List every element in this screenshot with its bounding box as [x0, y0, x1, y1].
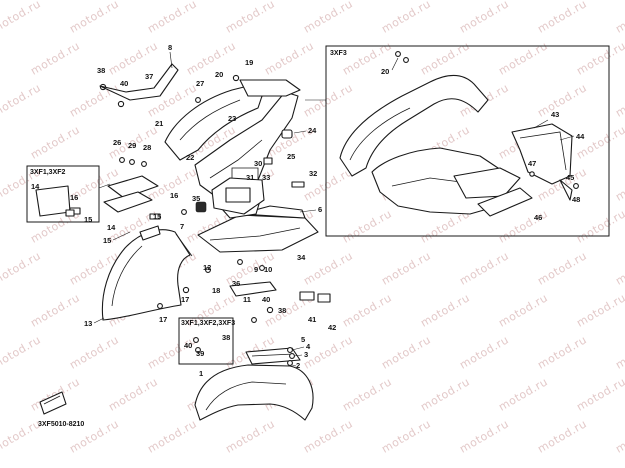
callout-2: 2 [296, 361, 300, 370]
callout-28: 28 [143, 143, 151, 152]
center-bracket [211, 167, 265, 215]
inset-label-3xf1-3xf2: 3XF1,3XF2 [30, 169, 66, 176]
callout-14b: 14 [107, 223, 116, 232]
callout-29: 29 [128, 141, 136, 150]
callout-17a: 17 [181, 295, 189, 304]
hardware [65, 51, 579, 366]
callout-41: 41 [308, 315, 316, 324]
callout-13: 13 [84, 319, 92, 328]
callout-18: 18 [212, 286, 220, 295]
inset-label-3xf3: 3XF3 [330, 50, 347, 57]
front-fender [194, 347, 314, 421]
callout-37: 37 [145, 72, 153, 81]
diagram-code: 3XF5010-8210 [38, 421, 84, 428]
callout-26: 26 [113, 138, 121, 147]
callout-39: 39 [196, 349, 204, 358]
inset-3xf3-grab-rail [339, 74, 573, 217]
callout-38a: 38 [97, 66, 105, 75]
callout-43: 43 [551, 110, 559, 119]
callout-38c: 38 [222, 333, 230, 342]
callout-layer: 1 2 3 4 5 6 7 8 9 10 11 12 13 14 14 15 1… [31, 43, 585, 378]
callout-14a: 14 [31, 182, 40, 191]
callout-32: 32 [309, 169, 317, 178]
callout-48: 48 [572, 195, 580, 204]
diagram-stamp [39, 391, 67, 415]
callout-10: 10 [264, 265, 272, 274]
callout-27: 27 [196, 79, 204, 88]
callout-40c: 40 [184, 341, 192, 350]
callout-6: 6 [318, 205, 322, 214]
callout-25: 25 [287, 152, 295, 161]
callout-36: 36 [232, 279, 240, 288]
callout-47: 47 [528, 159, 536, 168]
callout-4: 4 [306, 342, 311, 351]
callout-20b: 20 [381, 67, 389, 76]
callout-7: 7 [180, 222, 184, 231]
callout-8: 8 [168, 43, 172, 52]
license-plate [35, 175, 159, 217]
callout-45: 45 [566, 173, 574, 182]
callout-35: 35 [192, 194, 200, 203]
callout-40b: 40 [262, 295, 270, 304]
callout-19: 19 [245, 58, 253, 67]
inset-frame-3xf1-3xf2-3xf3 [178, 317, 234, 365]
callout-12: 12 [203, 263, 211, 272]
callout-31: 31 [246, 173, 254, 182]
callout-15a: 15 [84, 215, 92, 224]
callout-3: 3 [304, 350, 308, 359]
callout-16-b: 16 [170, 191, 178, 200]
callout-21: 21 [155, 119, 163, 128]
inset-label-3xf1-3xf2-3xf3: 3XF1,3XF2,3XF3 [181, 320, 235, 327]
callout-1: 1 [199, 369, 203, 378]
rear-fender [101, 225, 193, 321]
callout-20a: 20 [215, 70, 223, 79]
callout-11: 11 [243, 295, 251, 304]
callout-23: 23 [228, 114, 236, 123]
callout-9: 9 [254, 265, 258, 274]
callout-16: 16 [70, 193, 78, 202]
callout-38b: 38 [278, 306, 286, 315]
grab-bar [164, 79, 301, 161]
callout-33: 33 [262, 173, 270, 182]
inset-frame-3xf3 [325, 45, 610, 237]
callout-44: 44 [576, 132, 585, 141]
license-bracket [197, 205, 319, 253]
callout-46: 46 [534, 213, 542, 222]
callout-22: 22 [186, 153, 194, 162]
callout-5: 5 [301, 335, 305, 344]
inset-frame-3xf1-3xf2 [26, 165, 100, 223]
callout-30: 30 [254, 159, 262, 168]
callout-24: 24 [308, 126, 317, 135]
inset-pointer-3xf1 [98, 183, 111, 189]
callout-34: 34 [297, 253, 306, 262]
callout-40a: 40 [120, 79, 128, 88]
callout-15b: 15 [153, 212, 161, 221]
callout-15c: 15 [103, 236, 111, 245]
callout-17b: 17 [159, 315, 167, 324]
callout-42: 42 [328, 323, 336, 332]
